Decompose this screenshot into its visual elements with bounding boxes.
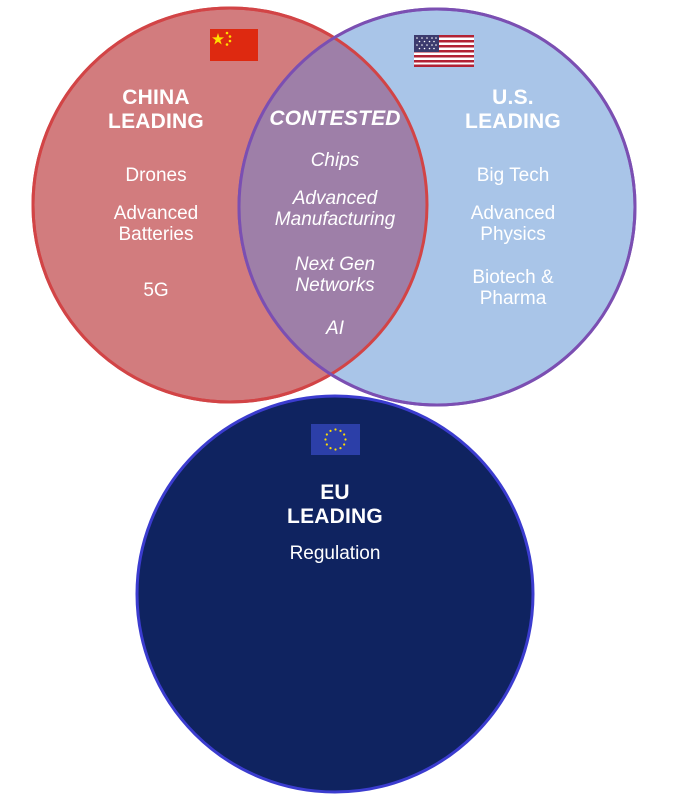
eu-star: [334, 428, 337, 431]
us-heading-line: LEADING: [465, 109, 561, 133]
contested-heading: CONTESTED: [255, 107, 415, 131]
contested-item-line: AI: [326, 318, 344, 339]
china-item: Drones: [96, 165, 216, 186]
eu-star: [325, 433, 328, 436]
us-item-line: Pharma: [479, 288, 547, 310]
contested-item-line: Networks: [295, 275, 375, 297]
eu-item-line: Regulation: [289, 543, 381, 564]
contested-item: Chips: [255, 150, 415, 171]
china-heading-line: CHINA: [122, 86, 190, 109]
eu-star: [339, 447, 342, 450]
eu-item: Regulation: [255, 543, 415, 564]
us-item-line: Advanced: [470, 203, 556, 224]
china-item-line: Batteries: [118, 224, 194, 246]
contested-item-line: Advanced: [292, 188, 378, 209]
contested-overlap: [239, 9, 427, 402]
eu-star: [344, 438, 347, 441]
us-item-line: Biotech &: [472, 267, 554, 288]
us-item: Advanced Physics: [443, 203, 583, 246]
us-item: Big Tech: [453, 165, 573, 186]
eu-star: [343, 433, 346, 436]
eu-flag-icon: [311, 424, 360, 455]
us-item-line: Big Tech: [476, 165, 550, 186]
contested-heading-line: CONTESTED: [269, 107, 401, 130]
china-item-line: Advanced: [113, 203, 199, 224]
china-item-line: Drones: [125, 165, 187, 186]
eu-star: [329, 429, 332, 432]
us-item-line: Physics: [480, 224, 546, 246]
eu-circle: [135, 394, 535, 794]
eu-star: [324, 438, 327, 441]
china-flag-icon: [210, 29, 258, 61]
us-heading-line: U.S.: [492, 86, 534, 109]
china-heading: CHINA LEADING: [96, 86, 216, 133]
contested-item: Next Gen Networks: [255, 254, 415, 297]
china-circle-outline: [31, 6, 429, 404]
eu-star: [339, 429, 342, 432]
contested-item-line: Chips: [310, 150, 360, 171]
eu-star: [329, 447, 332, 450]
contested-item: AI: [255, 318, 415, 339]
contested-item-line: Manufacturing: [274, 209, 396, 231]
china-heading-line: LEADING: [108, 109, 204, 133]
eu-star: [325, 443, 328, 446]
us-item: Biotech & Pharma: [443, 267, 583, 310]
eu-heading-line: LEADING: [287, 504, 383, 528]
us-heading: U.S. LEADING: [453, 86, 573, 133]
china-item: 5G: [96, 280, 216, 301]
china-item: Advanced Batteries: [86, 203, 226, 246]
contested-item: Advanced Manufacturing: [245, 188, 425, 231]
eu-star: [343, 443, 346, 446]
contested-item-line: Next Gen: [294, 254, 376, 275]
us-flag-icon: [414, 35, 474, 67]
us-circle-outline: [237, 7, 637, 407]
eu-heading: EU LEADING: [275, 481, 395, 528]
eu-heading-line: EU: [320, 481, 350, 504]
eu-star: [334, 448, 337, 451]
china-item-line: 5G: [143, 280, 169, 301]
